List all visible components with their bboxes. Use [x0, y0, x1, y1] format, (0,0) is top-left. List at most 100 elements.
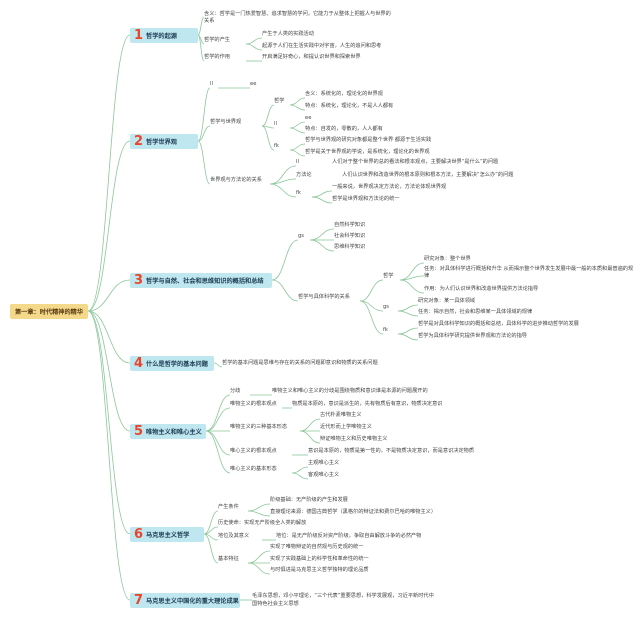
t1-use-1[interactable]: 开启满足好奇心，和提认识世界和探索世界: [262, 54, 361, 60]
topic-label: 哲学世界观: [146, 139, 177, 146]
t6-feature-1[interactable]: 实现了唯物辩证的自然观与历史观的统一: [270, 544, 364, 550]
topic-label: 什么是哲学的基本问题: [146, 361, 208, 368]
link: [289, 127, 306, 134]
link: [311, 196, 333, 204]
t2-marker-1[interactable]: ll: [210, 81, 213, 87]
t5-idealism-view-1[interactable]: 意识是本原的，物质是第一性的，不是物质决定意识，而是意识决定物质: [308, 448, 475, 454]
t2-zx-a2[interactable]: 特点：系统化，理论化，不是人人都有: [305, 103, 394, 109]
link: [261, 125, 275, 151]
t3-gs2-2[interactable]: 任务：揭示自然，社会和思维某一具体领域的规律: [418, 309, 533, 315]
link: [247, 510, 271, 517]
t3-zx[interactable]: 哲学: [383, 273, 394, 279]
t3-gs2[interactable]: gs: [383, 304, 389, 310]
t3-fk-1[interactable]: 哲学是对具体科学知识的概括和总结，具体科学的进步推动哲学的发展: [418, 321, 579, 327]
t5-materialism-form-3[interactable]: 辩证唯物主义和历史唯物主义: [320, 436, 388, 442]
t5-materialism-forms[interactable]: 唯物主义的三种基本形态: [230, 424, 288, 430]
t3-zx-1[interactable]: 研究对象：整个世界: [424, 256, 471, 262]
t1-definition[interactable]: 含义：哲学是一门热爱智慧、追求智慧的学问，它能力于从整体上把握人与世界的关系: [204, 11, 391, 24]
topic-label: 马克思主义哲学: [146, 532, 190, 539]
link: [197, 87, 211, 142]
t5-divergence-1[interactable]: 唯物主义和唯心主义的分歧是围绕物质和意识谁是本源的问题展开的: [272, 388, 428, 394]
root-connector-7: [87, 310, 131, 601]
t3-fk-2[interactable]: 哲学为具体科学研究提供世界观和方法论的指导: [418, 333, 527, 339]
t6-condition-1[interactable]: 阶级基础：无产阶级的产生和发展: [270, 497, 348, 503]
t2-sjf-b[interactable]: 方法论: [296, 172, 312, 178]
t5-materialism-view[interactable]: 唯物主义的根本观点: [230, 401, 277, 407]
t3-philosophy-science[interactable]: 哲学与具体科学的关系: [298, 294, 350, 300]
t1-use[interactable]: 哲学的作用: [204, 54, 230, 60]
t5-idealism-form-1[interactable]: 主观唯心主义: [308, 460, 340, 466]
t3-gs[interactable]: gs: [298, 233, 304, 239]
root-connector-3: [87, 279, 131, 312]
t7-achievement-line-1[interactable]: 毛泽东思想，邓小平理论，“三个代表”重要思想，科学发展观，习近平新时代中: [252, 593, 434, 599]
link: [309, 239, 335, 252]
t2-sjf-a[interactable]: ll: [296, 159, 299, 165]
t6-feature-2[interactable]: 实现了实践基础上的科学性和革命性的统一: [270, 556, 369, 562]
t5-materialism-form-2[interactable]: 近代形而上学唯物主义: [320, 424, 372, 430]
topic-number: 7: [134, 593, 144, 608]
topic-number: 5: [134, 424, 144, 439]
t5-divergence[interactable]: 分歧: [230, 388, 241, 394]
t2-philosophy-worldview[interactable]: 哲学与世界观: [210, 119, 242, 125]
t5-idealism-forms[interactable]: 唯心主义的基本形态: [230, 466, 277, 472]
t3-knowledge-1[interactable]: 自然科学知识: [334, 222, 366, 228]
root-connector-1: [87, 34, 131, 312]
link: [197, 34, 205, 62]
t5-idealism-view[interactable]: 唯心主义的根本观点: [230, 448, 277, 454]
t5-idealism-form-2[interactable]: 客观唯心主义: [308, 472, 340, 478]
t2-zx-b2[interactable]: 特点：自发的，零散的，人人都有: [305, 126, 383, 132]
t2-worldview-methodology[interactable]: 世界观与方法论的关系: [210, 177, 262, 183]
link: [359, 300, 384, 335]
t3-zx-3[interactable]: 作用：为人们认识世界和改造世界提供方法论指导: [424, 286, 539, 292]
t1-origin[interactable]: 哲学的产生: [204, 37, 230, 43]
link: [261, 104, 275, 127]
t2-zx-b1[interactable]: ee: [305, 115, 312, 121]
link: [289, 149, 306, 157]
t5-materialism-view-1[interactable]: 物质是本原的，意识是派生的，先有物质后有意识，物质决定意识: [292, 401, 443, 407]
t6-feature-3[interactable]: 与时俱进是马克思主义哲学独特的理论品质: [270, 567, 369, 573]
t3-fk[interactable]: fk: [383, 327, 388, 333]
t2-sjf-b1[interactable]: 人们认识世界和改造世界的根本原则和根本方法，主要解决“怎么办”的问题: [342, 172, 514, 178]
t2-sjf-c[interactable]: fk: [296, 190, 301, 196]
t2-sjf-a1[interactable]: 人们对于整个世界的总的看法和根本观点，主要解决世界“是什么”的问题: [332, 159, 499, 165]
t1-origin-1[interactable]: 产生于人类的实践活动: [262, 31, 314, 37]
link: [205, 430, 231, 474]
link: [397, 310, 419, 317]
t1-origin-2[interactable]: 起源于人们在生活实践中对宇宙，人生的追问和思考: [262, 43, 382, 49]
t2-zx-b[interactable]: ll: [274, 121, 277, 127]
t2-zx-a1[interactable]: 含义：系统化的，理论化的世界观: [305, 91, 383, 97]
t3-knowledge-3[interactable]: 思维科学知识: [334, 244, 366, 250]
t4-answer[interactable]: 哲学的基本问题是思维与存在的关系的问题即意识和物质的关系问题: [222, 360, 378, 366]
t6-condition-2[interactable]: 直接理论来源：德国古典哲学（黑格尔的辩证法和费尔巴哈的唯物主义）: [270, 509, 437, 515]
t3-gs2-1[interactable]: 研究对象：某一具体领域: [418, 298, 476, 304]
t2-zx-c1[interactable]: 哲学与世界观的研究对象都是整个世界 都源于生活实践: [305, 137, 432, 143]
t6-status-1[interactable]: 地位：是无产阶级反对资产阶级，争取自由解放斗争的必然产物: [276, 533, 422, 539]
t6-status[interactable]: 地位及其意义: [218, 533, 250, 539]
t2-zx-a[interactable]: 哲学: [274, 98, 285, 104]
topic-label: 哲学的起源: [146, 33, 177, 40]
t6-conditions[interactable]: 产生条件: [218, 504, 239, 510]
t5-materialism-form-1[interactable]: 古代朴素唯物主义: [320, 412, 362, 418]
t6-mission[interactable]: 历史使命：实现无产阶级全人类的解放: [218, 520, 307, 526]
root-connector-6: [87, 310, 131, 535]
t2-sjf-c1[interactable]: 一般来说，世界观决定方法论，方法论体现世界观: [332, 184, 447, 190]
t2-zx-c2[interactable]: 哲学是关于世界观的学说，是系统化，理论化的世界观: [305, 149, 430, 155]
link: [397, 333, 419, 341]
t2-zx-c[interactable]: fk: [274, 143, 279, 149]
t2-marker-2[interactable]: ee: [250, 81, 257, 87]
topic-label: 唯物主义和唯心主义: [146, 429, 202, 436]
t6-features[interactable]: 基本特征: [218, 556, 239, 562]
link: [247, 562, 271, 575]
root-node[interactable]: 第一章：时代精神的精华: [10, 304, 88, 319]
t3-knowledge-2[interactable]: 社会科学知识: [334, 233, 366, 239]
t7-achievement-line-2[interactable]: 国特色社会主义思想: [252, 601, 299, 607]
t2-sjf-c2[interactable]: 哲学是世界观和方法论的统一: [332, 196, 400, 202]
t3-zx-2[interactable]: 任务：对具体科学进行概括和升华 从而揭示整个世界发生发展中最一般的本质和最普遍的…: [424, 266, 634, 279]
